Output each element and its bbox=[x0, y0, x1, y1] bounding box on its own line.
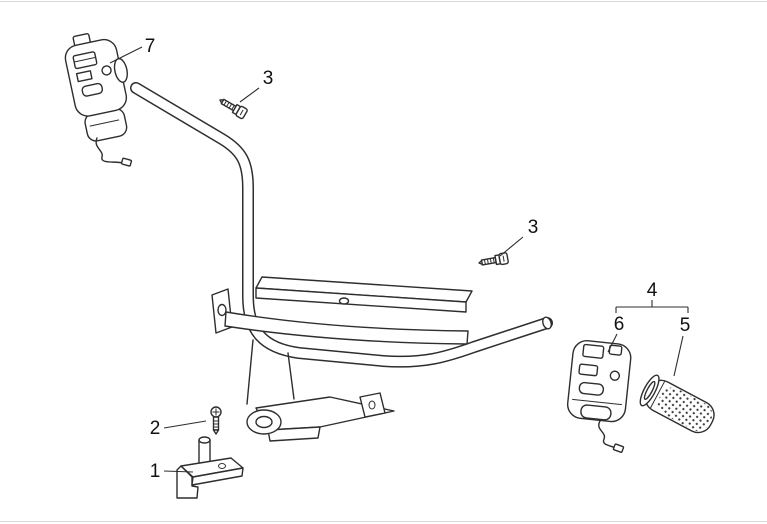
mounting-bracket-post-top bbox=[198, 436, 211, 444]
left-switch-small-button bbox=[75, 70, 93, 83]
bracket-screw bbox=[210, 406, 222, 435]
callout-label-1: 1 bbox=[150, 461, 161, 482]
right-switch-top-button bbox=[582, 343, 605, 359]
mounting-bracket-plate-face bbox=[191, 467, 244, 486]
mounting-bracket-hole bbox=[218, 463, 226, 469]
bracket-left-tab-hole bbox=[217, 303, 227, 317]
center-bracket bbox=[211, 276, 473, 442]
left-switch-assembly bbox=[64, 33, 133, 167]
leader-line-6 bbox=[607, 333, 618, 353]
leader-line-3-upper bbox=[239, 87, 260, 103]
callout-label-4: 4 bbox=[647, 280, 658, 301]
screw-right bbox=[477, 251, 510, 270]
leader-line-5 bbox=[673, 335, 684, 377]
right-switch-lower-lobe bbox=[580, 404, 612, 421]
handlebar-right-end bbox=[542, 316, 552, 330]
right-switch-housing bbox=[566, 339, 632, 423]
callout-label-3-upper: 3 bbox=[263, 68, 274, 89]
right-switch-slider bbox=[578, 381, 605, 396]
throttle-grip-knurl bbox=[657, 387, 713, 431]
leader-line-1 bbox=[163, 470, 194, 473]
callout-label-5: 5 bbox=[680, 315, 691, 336]
leader-line-2 bbox=[163, 420, 207, 429]
leader-bracket-4 bbox=[615, 300, 689, 313]
throttle-grip-tube-opening bbox=[643, 380, 656, 401]
left-switch-wire-connector bbox=[120, 157, 133, 167]
bracket-right-tab bbox=[359, 392, 386, 418]
left-switch-round-button bbox=[101, 65, 112, 76]
callout-label-6: 6 bbox=[614, 314, 625, 335]
left-switch-wire bbox=[95, 137, 125, 164]
callout-label-2: 2 bbox=[150, 418, 161, 439]
right-switch-wire bbox=[598, 420, 618, 450]
right-switch-round-button bbox=[609, 370, 621, 381]
bracket-top-plate-face bbox=[255, 287, 467, 313]
callout-label-7: 7 bbox=[145, 36, 156, 57]
right-switch-assembly bbox=[566, 339, 632, 453]
bracket-right-tab-hole bbox=[368, 400, 376, 410]
bracket-stem-left-edge bbox=[246, 339, 254, 405]
callout-label-3-right: 3 bbox=[528, 217, 539, 238]
page-edge-bottom bbox=[0, 521, 767, 522]
bracket-stem-right-edge bbox=[287, 352, 295, 400]
leader-line-7 bbox=[109, 46, 143, 64]
bracket-strap bbox=[224, 311, 469, 345]
page-edge-top bbox=[0, 1, 767, 2]
screw-upper bbox=[216, 94, 249, 120]
bracket-bottom-plate-face bbox=[267, 426, 321, 442]
throttle-grip bbox=[639, 374, 715, 434]
bracket-screw-tip bbox=[212, 429, 220, 435]
leader-line-3-right bbox=[499, 236, 524, 257]
bracket-plate-hole bbox=[338, 297, 350, 305]
left-switch-slider bbox=[81, 82, 104, 97]
bracket-lobe-hole bbox=[255, 415, 273, 429]
handlebar-tube bbox=[130, 82, 553, 368]
right-switch-button bbox=[578, 363, 599, 377]
mounting-bracket bbox=[176, 436, 244, 499]
right-switch-wire-connector bbox=[612, 443, 625, 453]
